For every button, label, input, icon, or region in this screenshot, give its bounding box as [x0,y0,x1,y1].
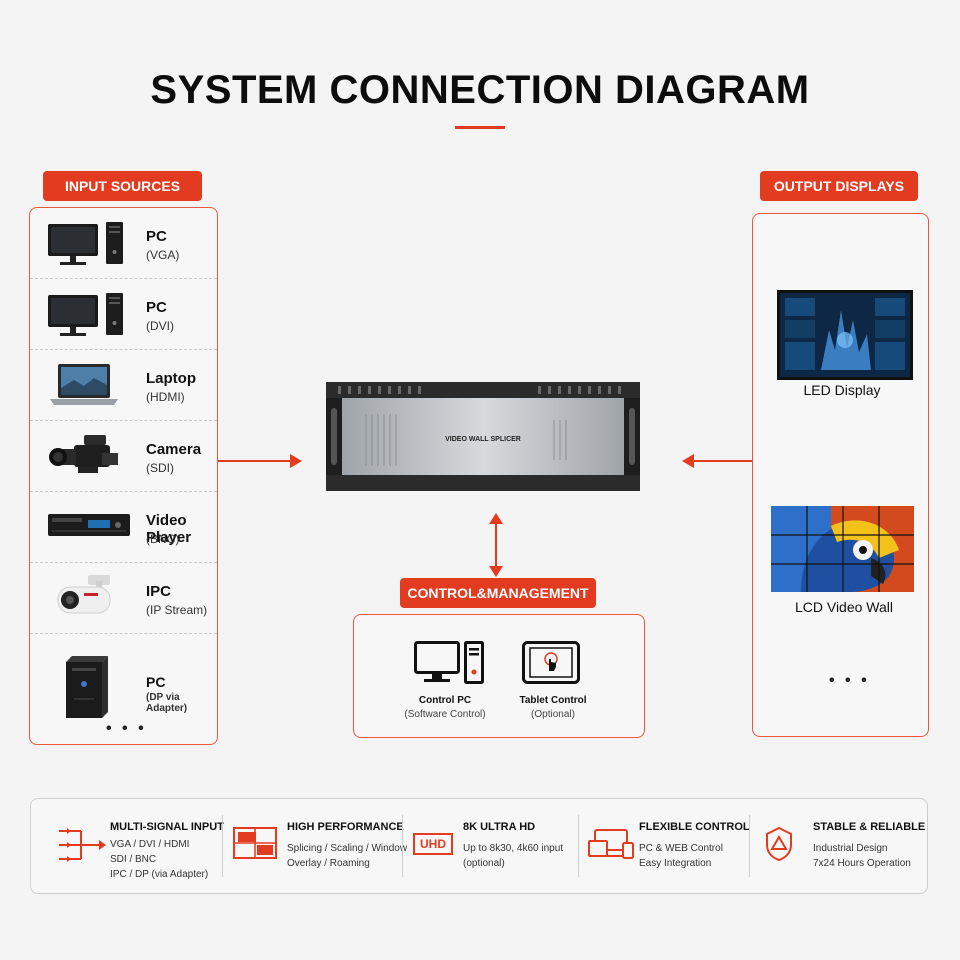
input-port: (DP via Adapter) [146,692,188,714]
feature-line: SDI / BNC [110,854,157,865]
feature-item: MULTI-SIGNAL INPUT VGA / DVI / HDMI SDI … [31,799,224,895]
input-name: Video Player [146,512,192,546]
feature-divider [402,815,403,877]
output-arrow-line [692,460,753,462]
control-management-label: CONTROL&MANAGEMENT [400,578,596,608]
control-panel: Control PC (Software Control) Tablet Con… [353,614,645,738]
feature-divider [222,815,223,877]
input-item: Video Player (BNC) [30,492,217,563]
ip-camera-icon [57,575,111,614]
feature-title: FLEXIBLE CONTROL [639,821,750,833]
feature-title: STABLE & RELIABLE [813,821,926,833]
input-port: (HDMI) [146,390,185,404]
input-name: PC [146,674,166,690]
input-item: Camera (SDI) [30,421,217,492]
bidirectional-arrow-icon [489,513,503,577]
feature-line: PC & WEB Control [639,843,723,854]
input-port: (SDI) [146,461,174,475]
input-name: PC [146,228,167,245]
desktop-pc-icon [48,293,123,336]
input-name: Camera [146,441,202,458]
video-player-icon [48,514,130,536]
input-item: Laptop (HDMI) [30,350,217,421]
input-name: IPC [146,583,172,600]
input-sources-panel: PC (VGA) PC (DVI) Laptop (HDMI) [29,207,218,745]
feature-divider [578,815,579,877]
title-underline [455,126,505,129]
feature-line: 7x24 Hours Operation [813,858,911,869]
input-sources-label: INPUT SOURCES [43,171,202,201]
input-item: PC (DP via Adapter) [30,634,217,718]
input-item: PC (DVI) [30,279,217,350]
more-inputs-ellipsis: • • • [106,720,147,737]
input-item: IPC (IP Stream) [30,563,217,634]
input-port: (BNC) [146,532,180,546]
feature-line: Industrial Design [813,843,888,854]
devices-icon [588,829,634,859]
feature-title: MULTI-SIGNAL INPUT [110,821,224,833]
led-display-icon [777,290,913,380]
feature-item: UHD 8K ULTRA HD Up to 8k30, 4k60 input (… [403,799,579,895]
camera-icon [49,435,118,473]
feature-item: FLEXIBLE CONTROL PC & WEB Control Easy I… [579,799,750,895]
feature-title: 8K ULTRA HD [463,821,536,833]
control-item-name: Tablet Control [519,695,587,706]
tower-pc-icon [66,656,108,718]
page-title: SYSTEM CONNECTION DIAGRAM [150,68,810,112]
feature-line: IPC / DP (via Adapter) [110,869,209,880]
feature-divider [749,815,750,877]
feature-line: Up to 8k30, 4k60 input [463,843,564,854]
control-item: Tablet Control (Optional) [498,695,608,720]
window-overlay-icon [233,827,277,859]
control-item-sub: (Software Control) [404,709,486,720]
laptop-icon [50,364,118,405]
input-port: (IP Stream) [146,603,208,617]
feature-line: Easy Integration [639,858,712,869]
control-pc-icon [414,641,484,684]
control-item: Control PC (Software Control) [390,695,500,720]
output-name: LED Display [803,382,881,398]
lcd-video-wall-icon [771,506,914,592]
device-label: VIDEO WALL SPLICER [445,436,521,443]
tablet-touch-icon [522,641,580,684]
output-displays-label: OUTPUT DISPLAYS [760,171,918,201]
desktop-pc-icon [48,222,123,265]
arrow-right-icon [290,454,302,468]
input-name: PC [146,299,167,316]
feature-line: Splicing / Scaling / Window [287,843,408,854]
control-item-sub: (Optional) [531,709,575,720]
control-item-name: Control PC [418,695,472,706]
arrow-left-icon [682,454,694,468]
input-arrow-line [218,460,294,462]
output-name: LCD Video Wall [794,599,894,615]
feature-bar: MULTI-SIGNAL INPUT VGA / DVI / HDMI SDI … [30,798,928,894]
input-port: (VGA) [146,248,180,262]
uhd-badge-icon: UHD [413,833,453,855]
feature-item: STABLE & RELIABLE Industrial Design 7x24… [750,799,928,895]
output-displays-panel: LED Display LCD Video Wall • • • [752,213,929,737]
feature-line: (optional) [463,858,505,869]
feature-title: HIGH PERFORMANCE [287,821,404,833]
feature-line: Overlay / Roaming [287,858,370,869]
input-item: PC (VGA) [30,208,217,279]
shield-triangle-icon [766,827,792,861]
feature-line: VGA / DVI / HDMI [110,839,190,850]
input-name: Laptop [146,370,196,387]
input-port: (DVI) [146,319,174,333]
feature-item: HIGH PERFORMANCE Splicing / Scaling / Wi… [223,799,407,895]
video-wall-splicer-device: VIDEO WALL SPLICER [326,382,640,491]
more-outputs-ellipsis: • • • [829,672,870,689]
multi-input-icon [59,828,106,862]
